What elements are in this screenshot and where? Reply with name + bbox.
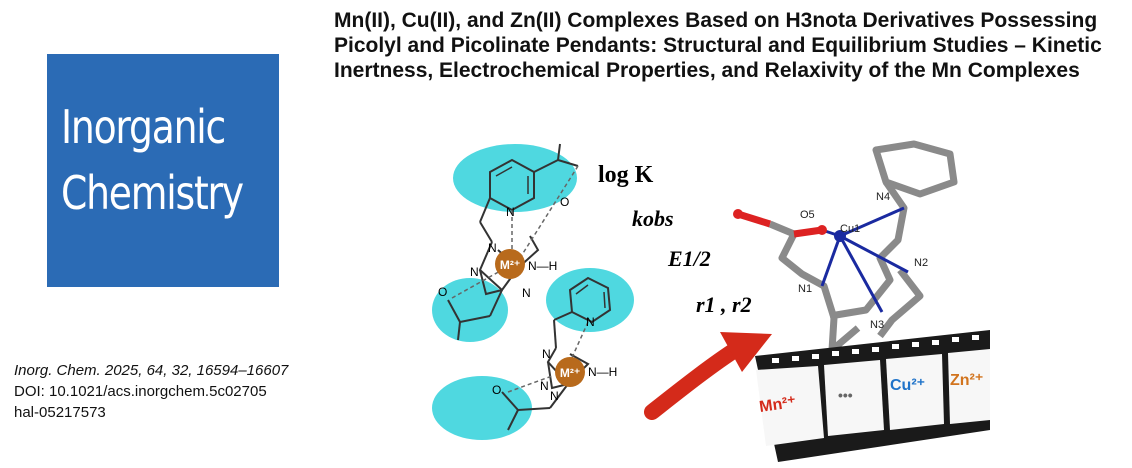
crystal-structure: O5 Cu1 N4 N2 N1 N3 (733, 140, 958, 354)
param-logk: log K (598, 162, 654, 188)
metal-bottom (555, 357, 585, 387)
red-arrow (644, 332, 772, 420)
param-r1r2: r1 , r2 (696, 292, 752, 317)
film-label-zn: Zn²⁺ (950, 372, 983, 389)
param-kobs: kobs (632, 206, 674, 231)
n-label: N (550, 389, 559, 403)
crystal-label: N3 (870, 319, 884, 331)
complex-bottom: M²⁺ N N N N N—H O (432, 268, 634, 440)
metal-bottom-label: M²⁺ (560, 366, 580, 380)
o-label: O (492, 383, 501, 397)
citation-block: Inorg. Chem. 2025, 64, 32, 16594–16607 D… (14, 360, 288, 423)
toc-graphic-svg: M²⁺ N N N N N—H O O M²⁺ N N N N N—H O lo (432, 140, 990, 462)
citation-journal: Inorg. Chem. 2025, 64, 32, 16594–16607 (14, 362, 289, 379)
highlight-acetate-bottom (432, 376, 532, 440)
cu-atom (834, 230, 846, 242)
complex-top: M²⁺ N N N N N—H O O (432, 143, 579, 342)
citation-hal: hal-05217573 (14, 404, 106, 421)
logo-line-chemistry: Chemistry (61, 166, 244, 220)
parameter-list: log K kobs E1/2 r1 , r2 (598, 162, 752, 317)
n-label: N (540, 379, 549, 393)
nh-label: N—H (588, 365, 617, 379)
citation-doi: DOI: 10.1021/acs.inorgchem.5c02705 (14, 383, 267, 400)
film-label-dots: ••• (838, 387, 853, 403)
o-label: O (560, 195, 569, 209)
highlight-picolinate (453, 144, 577, 212)
metal-top-label: M²⁺ (500, 258, 520, 272)
metal-top (495, 249, 525, 279)
crystal-label: N4 (876, 191, 890, 203)
journal-logo: Inorganic Chemistry (47, 54, 279, 287)
n-label: N (542, 347, 551, 361)
toc-graphic: M²⁺ N N N N N—H O O M²⁺ N N N N N—H O lo (420, 140, 990, 462)
o-atom (817, 225, 827, 235)
crystal-label: N1 (798, 283, 812, 295)
n-label: N (470, 265, 479, 279)
highlight-picolyl (546, 268, 634, 332)
film-label-mn: Mn²⁺ (758, 394, 797, 416)
param-e12: E1/2 (667, 246, 711, 271)
crystal-label: N2 (914, 257, 928, 269)
logo-line-inorganic: Inorganic (61, 100, 226, 154)
crystal-label: Cu1 (840, 223, 860, 235)
n-label: N (522, 286, 531, 300)
film-strip: Mn²⁺ ••• Cu²⁺ Zn²⁺ (755, 330, 990, 462)
o-label: O (438, 285, 447, 299)
nh-label: N—H (528, 259, 557, 273)
n-label: N (586, 315, 595, 329)
n-label: N (506, 205, 515, 219)
paper-title: Mn(II), Cu(II), and Zn(II) Complexes Bas… (334, 9, 1102, 82)
film-label-cu: Cu²⁺ (890, 377, 925, 394)
n-label: N (488, 241, 497, 255)
crystal-label: O5 (800, 209, 815, 221)
o-atom (733, 209, 743, 219)
